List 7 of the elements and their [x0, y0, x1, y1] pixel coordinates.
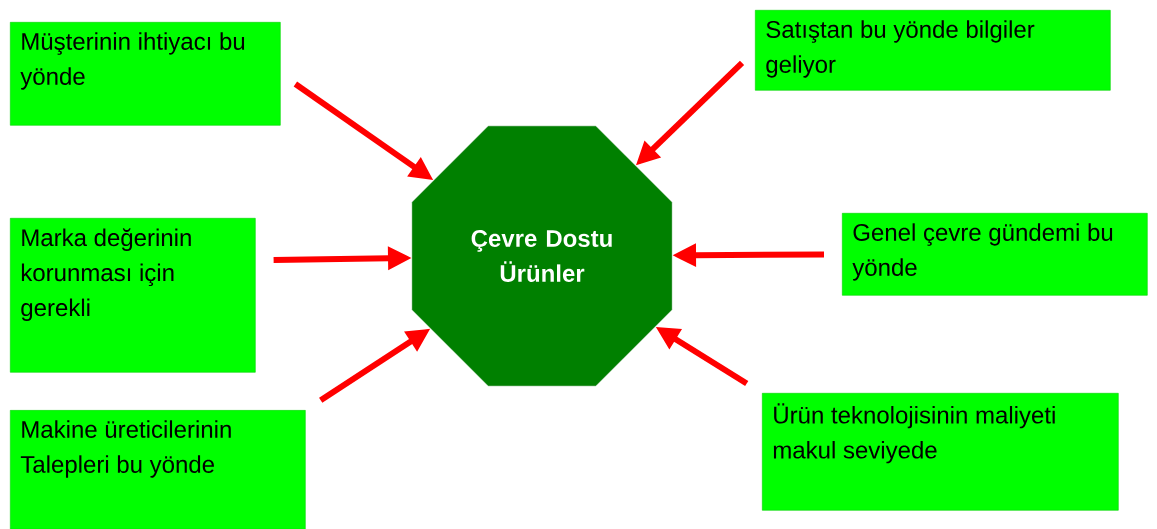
text-box: Makine üreticilerinin Talepleri bu yönde: [10, 410, 306, 529]
octagon: Çevre Dostu Ürünler: [412, 126, 672, 386]
text-box: Ürün teknolojisinin maliyeti makul seviyede: [762, 393, 1119, 511]
text-box: Genel çevre gündemi bu yönde: [842, 213, 1148, 296]
text-box: Satıştan bu yönde bilgiler geliyor: [755, 10, 1111, 91]
text-box: Müşterinin ihtiyacı bu yönde: [10, 22, 281, 126]
text-box: Marka değerinin korunması için gerekli: [10, 218, 256, 373]
